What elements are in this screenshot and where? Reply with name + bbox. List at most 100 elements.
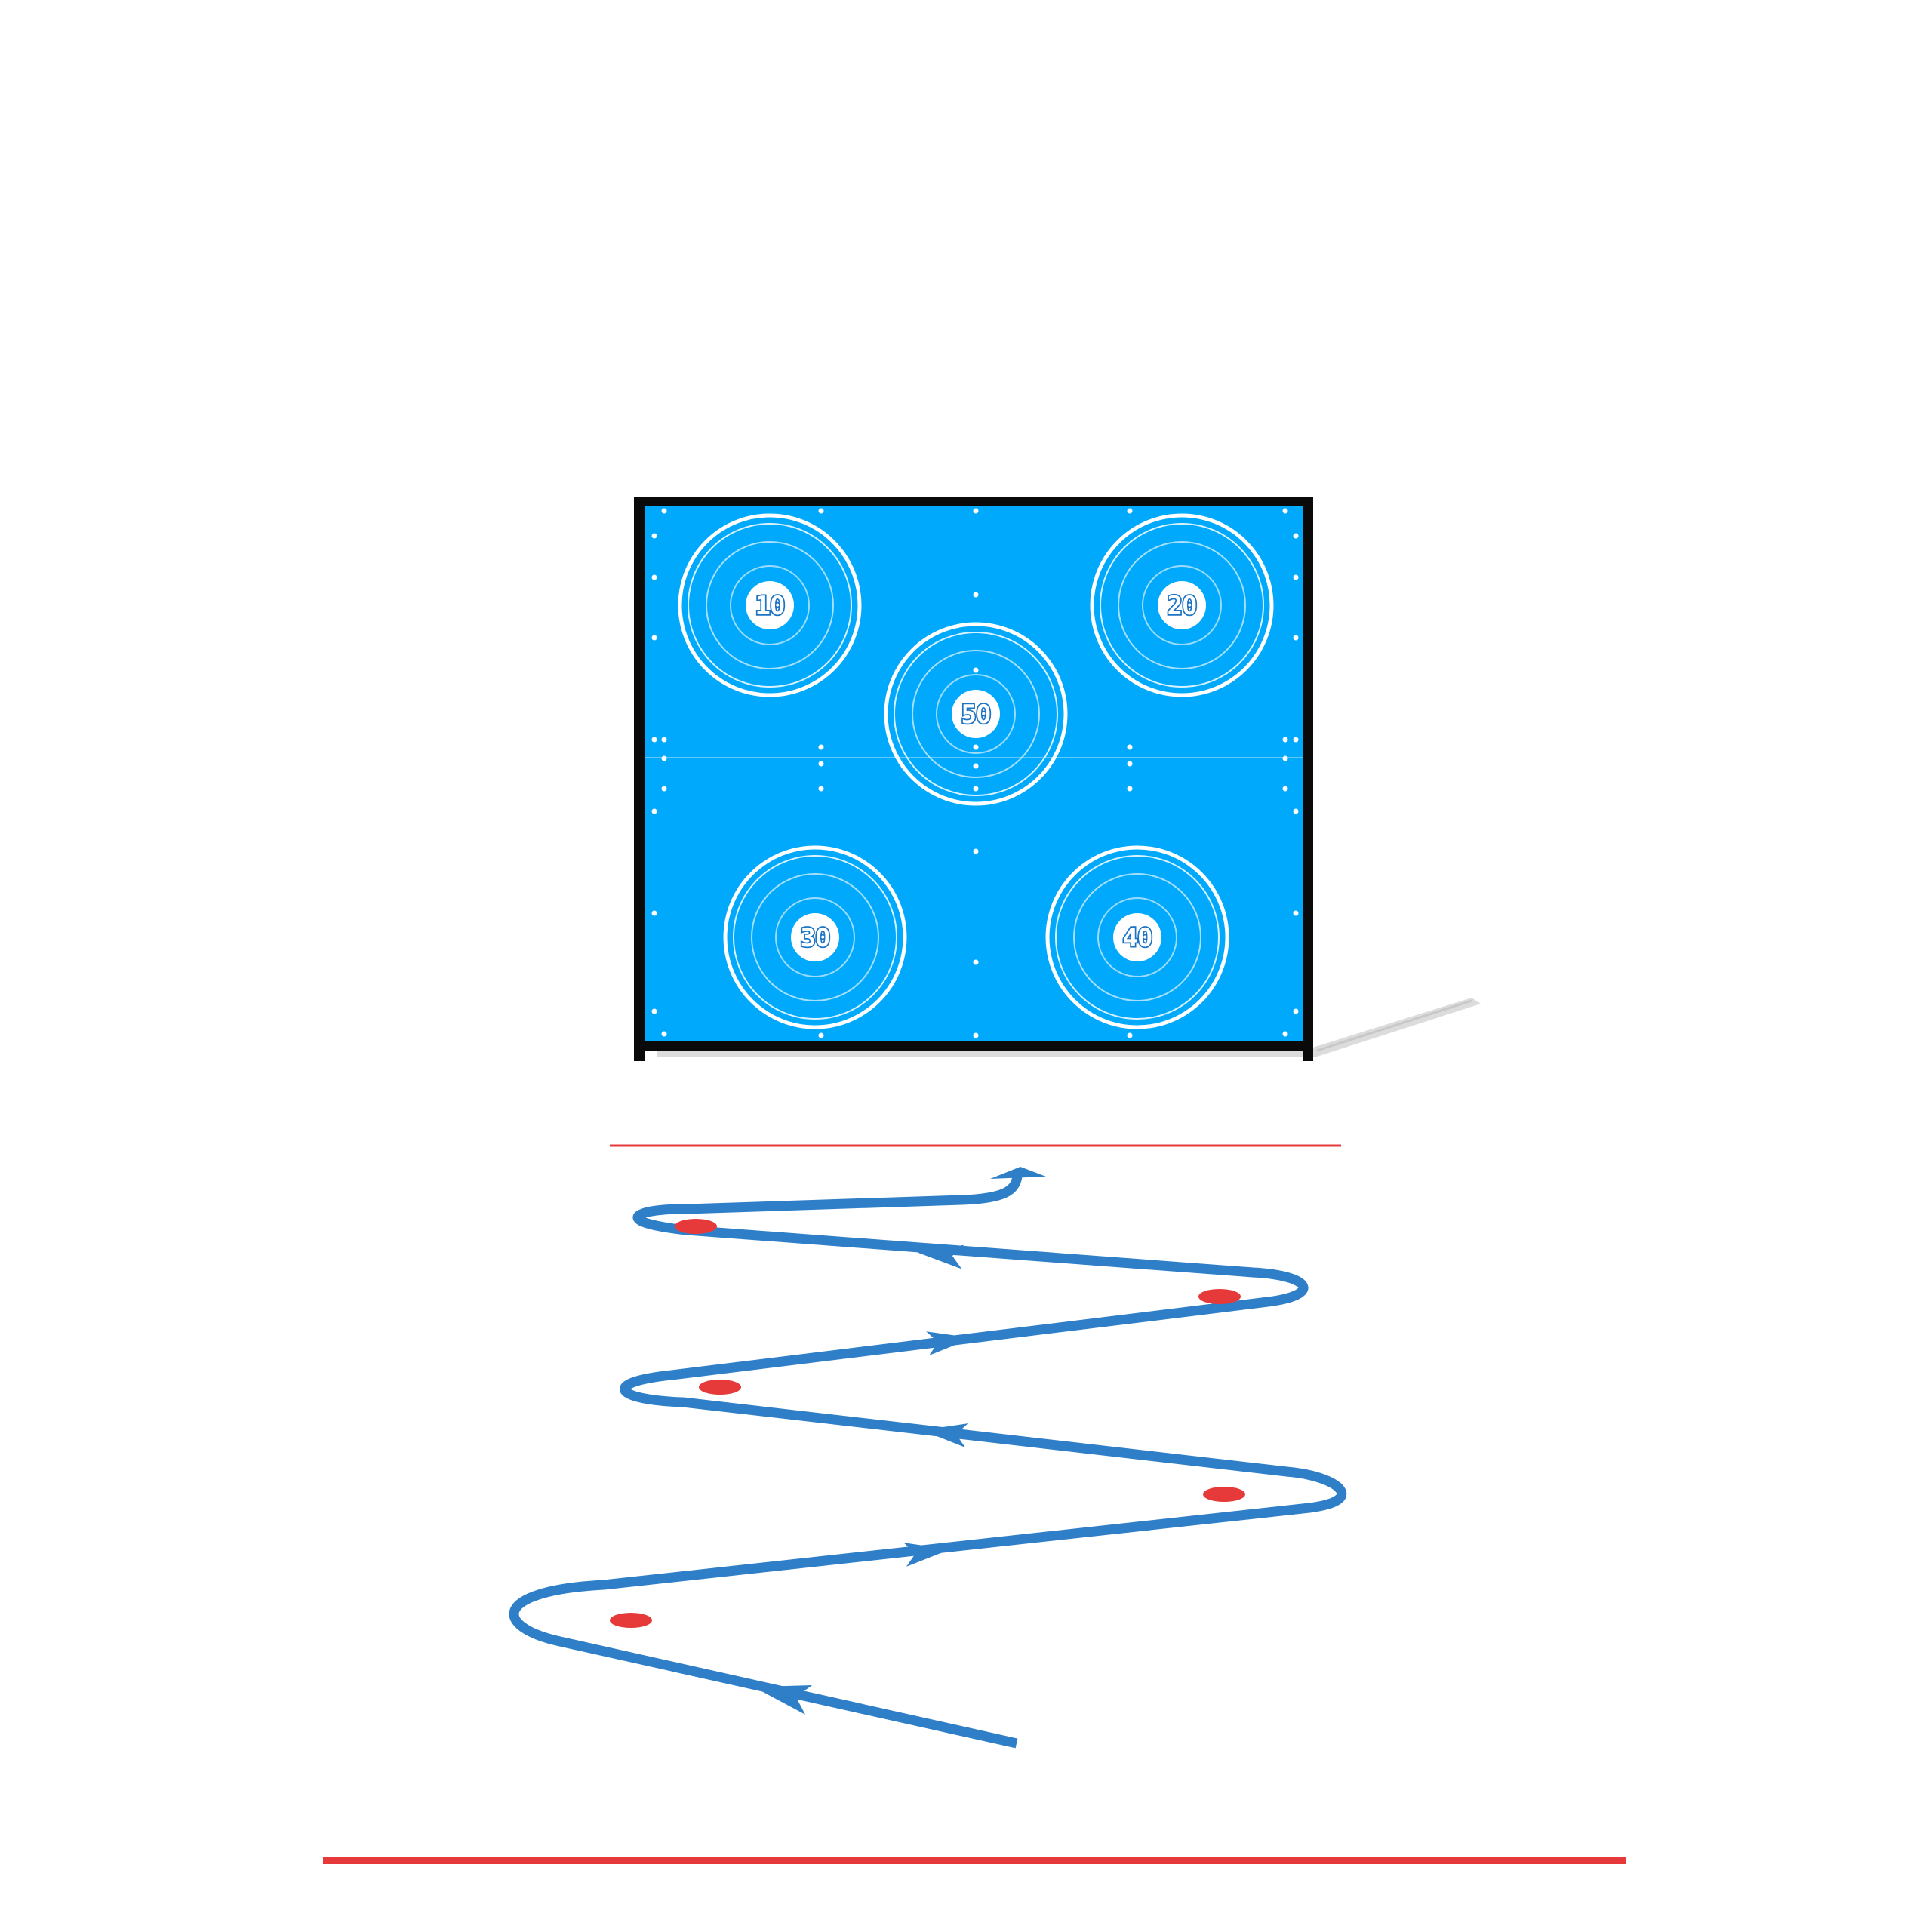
target-20: 20 <box>1090 513 1274 697</box>
target-outer-ring <box>1045 845 1229 1029</box>
grommet <box>973 959 979 965</box>
net-shadow <box>657 998 1481 1057</box>
target-10: 10 <box>678 513 862 697</box>
target-score-label: 50 <box>961 700 991 730</box>
grommet <box>1293 737 1299 743</box>
grommet <box>973 1032 979 1038</box>
direction-arrow <box>918 1244 964 1269</box>
grommet <box>651 1008 657 1014</box>
target-30: 30 <box>723 845 907 1029</box>
target-ring <box>936 674 1016 754</box>
target-score-label: 10 <box>755 591 785 621</box>
grommet <box>973 744 979 750</box>
target-bullseye <box>791 913 839 961</box>
grommet <box>973 786 979 792</box>
grommet <box>651 910 657 916</box>
grommet <box>651 808 657 814</box>
grommet <box>818 744 824 750</box>
target-ring <box>688 523 852 688</box>
target-bullseye <box>952 690 1000 738</box>
grommet <box>818 1032 824 1038</box>
grommet <box>661 1031 667 1037</box>
net-frame <box>634 497 1313 1061</box>
grommet <box>1293 574 1299 580</box>
direction-arrow <box>926 1331 973 1356</box>
target-outer-ring <box>678 513 862 697</box>
cone-markers <box>610 1219 1245 1628</box>
grommet <box>1282 737 1288 743</box>
grommet <box>1293 808 1299 814</box>
grommet <box>1293 533 1299 539</box>
grommet <box>651 574 657 580</box>
target-score-label: 30 <box>801 923 830 953</box>
blue-line-marker <box>323 1857 1626 1864</box>
target-outer-ring <box>723 845 907 1029</box>
grommet <box>1282 786 1288 792</box>
grommet <box>818 508 824 514</box>
target-40: 40 <box>1045 845 1229 1029</box>
scoring-targets: 10 20 50 30 40 <box>678 513 1274 1029</box>
direction-arrow <box>753 1684 813 1715</box>
grommet <box>818 786 824 792</box>
target-ring <box>1097 897 1177 977</box>
grommet <box>651 737 657 743</box>
grommet <box>1127 508 1133 514</box>
grommet <box>661 786 667 792</box>
cone-marker <box>610 1613 652 1628</box>
grommet <box>1127 786 1133 792</box>
target-ring <box>706 541 834 669</box>
target-ring <box>733 855 897 1020</box>
target-score-label: 40 <box>1123 923 1152 953</box>
target-ring <box>1142 565 1222 645</box>
grommet <box>1282 755 1288 761</box>
grommet <box>973 508 979 514</box>
target-ring <box>1055 855 1220 1020</box>
path-end-arrow <box>990 1167 1046 1179</box>
target-ring <box>1073 873 1201 1001</box>
panel-grommets <box>651 508 1299 1038</box>
skating-path <box>509 1174 1347 1749</box>
direction-arrow <box>903 1543 950 1567</box>
cone-marker <box>1198 1289 1241 1304</box>
grommet <box>1282 508 1288 514</box>
grommet <box>651 635 657 641</box>
grommet <box>661 755 667 761</box>
grommet <box>661 737 667 743</box>
grommet <box>1127 744 1133 750</box>
grommet <box>661 508 667 514</box>
shooting-target-net: 10 20 50 30 40 <box>634 497 1313 1061</box>
direction-arrows <box>753 1244 973 1715</box>
grommet <box>651 533 657 539</box>
target-outer-ring <box>1090 513 1274 697</box>
target-score-label: 20 <box>1168 591 1197 621</box>
grommet <box>973 763 979 769</box>
grommet <box>818 761 824 767</box>
target-ring <box>894 632 1058 796</box>
target-ring <box>775 897 855 977</box>
target-ring <box>751 873 879 1001</box>
target-50: 50 <box>884 622 1068 806</box>
target-bullseye <box>746 581 794 629</box>
net-mesh-shadow <box>1316 999 1472 1052</box>
grommet <box>1127 761 1133 767</box>
cone-marker <box>699 1380 741 1395</box>
target-bullseye <box>1113 913 1161 961</box>
grommet <box>973 667 979 673</box>
cone-marker <box>675 1219 717 1234</box>
direction-arrow <box>921 1423 968 1447</box>
grommet <box>1127 1032 1133 1038</box>
cone-marker <box>1203 1487 1245 1502</box>
grommet <box>1293 635 1299 641</box>
target-ring <box>730 565 810 645</box>
target-ring <box>1100 523 1264 688</box>
grommet <box>1293 910 1299 916</box>
grommet <box>973 592 979 598</box>
grommet <box>973 848 979 854</box>
grommet <box>1282 1031 1288 1037</box>
target-ring <box>912 650 1040 778</box>
grommet <box>1293 1008 1299 1014</box>
target-outer-ring <box>884 622 1068 806</box>
target-ring <box>1118 541 1246 669</box>
target-bullseye <box>1158 581 1206 629</box>
